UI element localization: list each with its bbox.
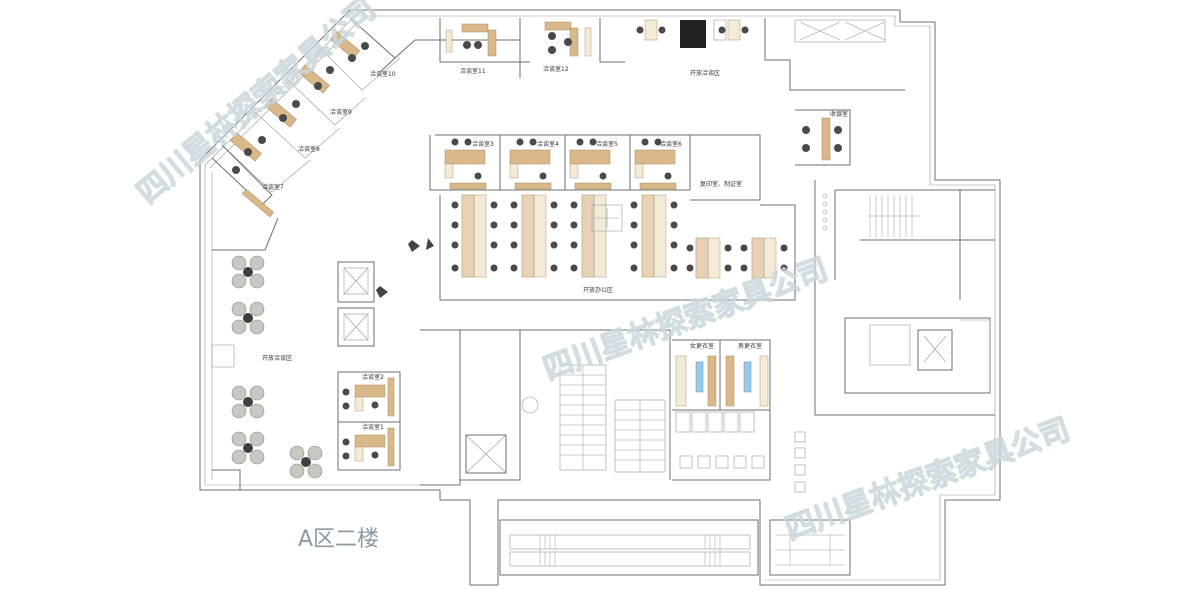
watermark-3: 四川星林探索家具公司: [781, 412, 1075, 547]
room-label-open-meeting-top: 开放洽谈区: [690, 69, 720, 77]
plant-icon: [376, 238, 434, 298]
room-label-meeting-9: 洽谈室9: [330, 108, 352, 116]
angled-meeting-rooms: 洽谈室10 洽谈室9 洽谈室8 洽谈室7: [211, 17, 521, 218]
core-area: [420, 329, 671, 486]
escalators: [499, 519, 851, 576]
floor-title: A区二楼: [298, 527, 379, 552]
room-label-open-meeting-left: 开放洽谈区: [262, 354, 292, 362]
room-label-print-room: 复印室、制证室: [700, 180, 742, 188]
room-label-female-locker: 女更衣室: [690, 342, 714, 350]
room-label-mail-room: 收银室: [830, 110, 848, 118]
mail-room: 收银室: [795, 109, 851, 166]
room-label-meeting-1: 洽谈室1: [362, 423, 384, 431]
top-open-meeting: 开放洽谈区: [636, 18, 905, 91]
room-label-meeting-10: 洽谈室10: [370, 70, 396, 78]
outer-walls: [199, 9, 1001, 586]
lower-meeting-rooms: 洽谈室2 洽谈室1: [337, 371, 401, 471]
top-meeting-rooms: 洽谈室11 洽谈室12: [439, 18, 625, 78]
room-label-meeting-12: 洽谈室12: [543, 65, 569, 73]
room-label-male-locker: 男更衣室: [738, 342, 762, 350]
room-label-meeting-11: 洽谈室11: [460, 67, 486, 75]
room-label-meeting-7: 洽谈室7: [262, 183, 284, 191]
room-label-meeting-5: 洽谈室5: [596, 140, 618, 148]
open-office: 开放办公区: [376, 194, 796, 301]
locker-rooms: 女更衣室 男更衣室: [672, 339, 806, 493]
office-chairs: [451, 201, 788, 272]
left-elevators: [337, 261, 375, 347]
room-label-open-office: 开放办公区: [583, 286, 613, 294]
room-label-meeting-4: 洽谈室4: [537, 140, 559, 148]
middle-meeting-rooms: 洽谈室3 洽谈室4 洽谈室5 洽谈室6 复印室、制证室: [429, 134, 761, 201]
room-label-meeting-8: 洽谈室8: [298, 145, 320, 153]
lounge-sets: [231, 255, 323, 479]
room-label-meeting-3: 洽谈室3: [472, 140, 494, 148]
workstations: [461, 194, 777, 279]
right-core: [814, 180, 995, 416]
toilet-stalls: [675, 411, 806, 493]
room-label-meeting-6: 洽谈室6: [660, 140, 682, 148]
left-open-meeting: 开放洽谈区: [211, 217, 323, 490]
room-label-meeting-2: 洽谈室2: [362, 373, 384, 381]
